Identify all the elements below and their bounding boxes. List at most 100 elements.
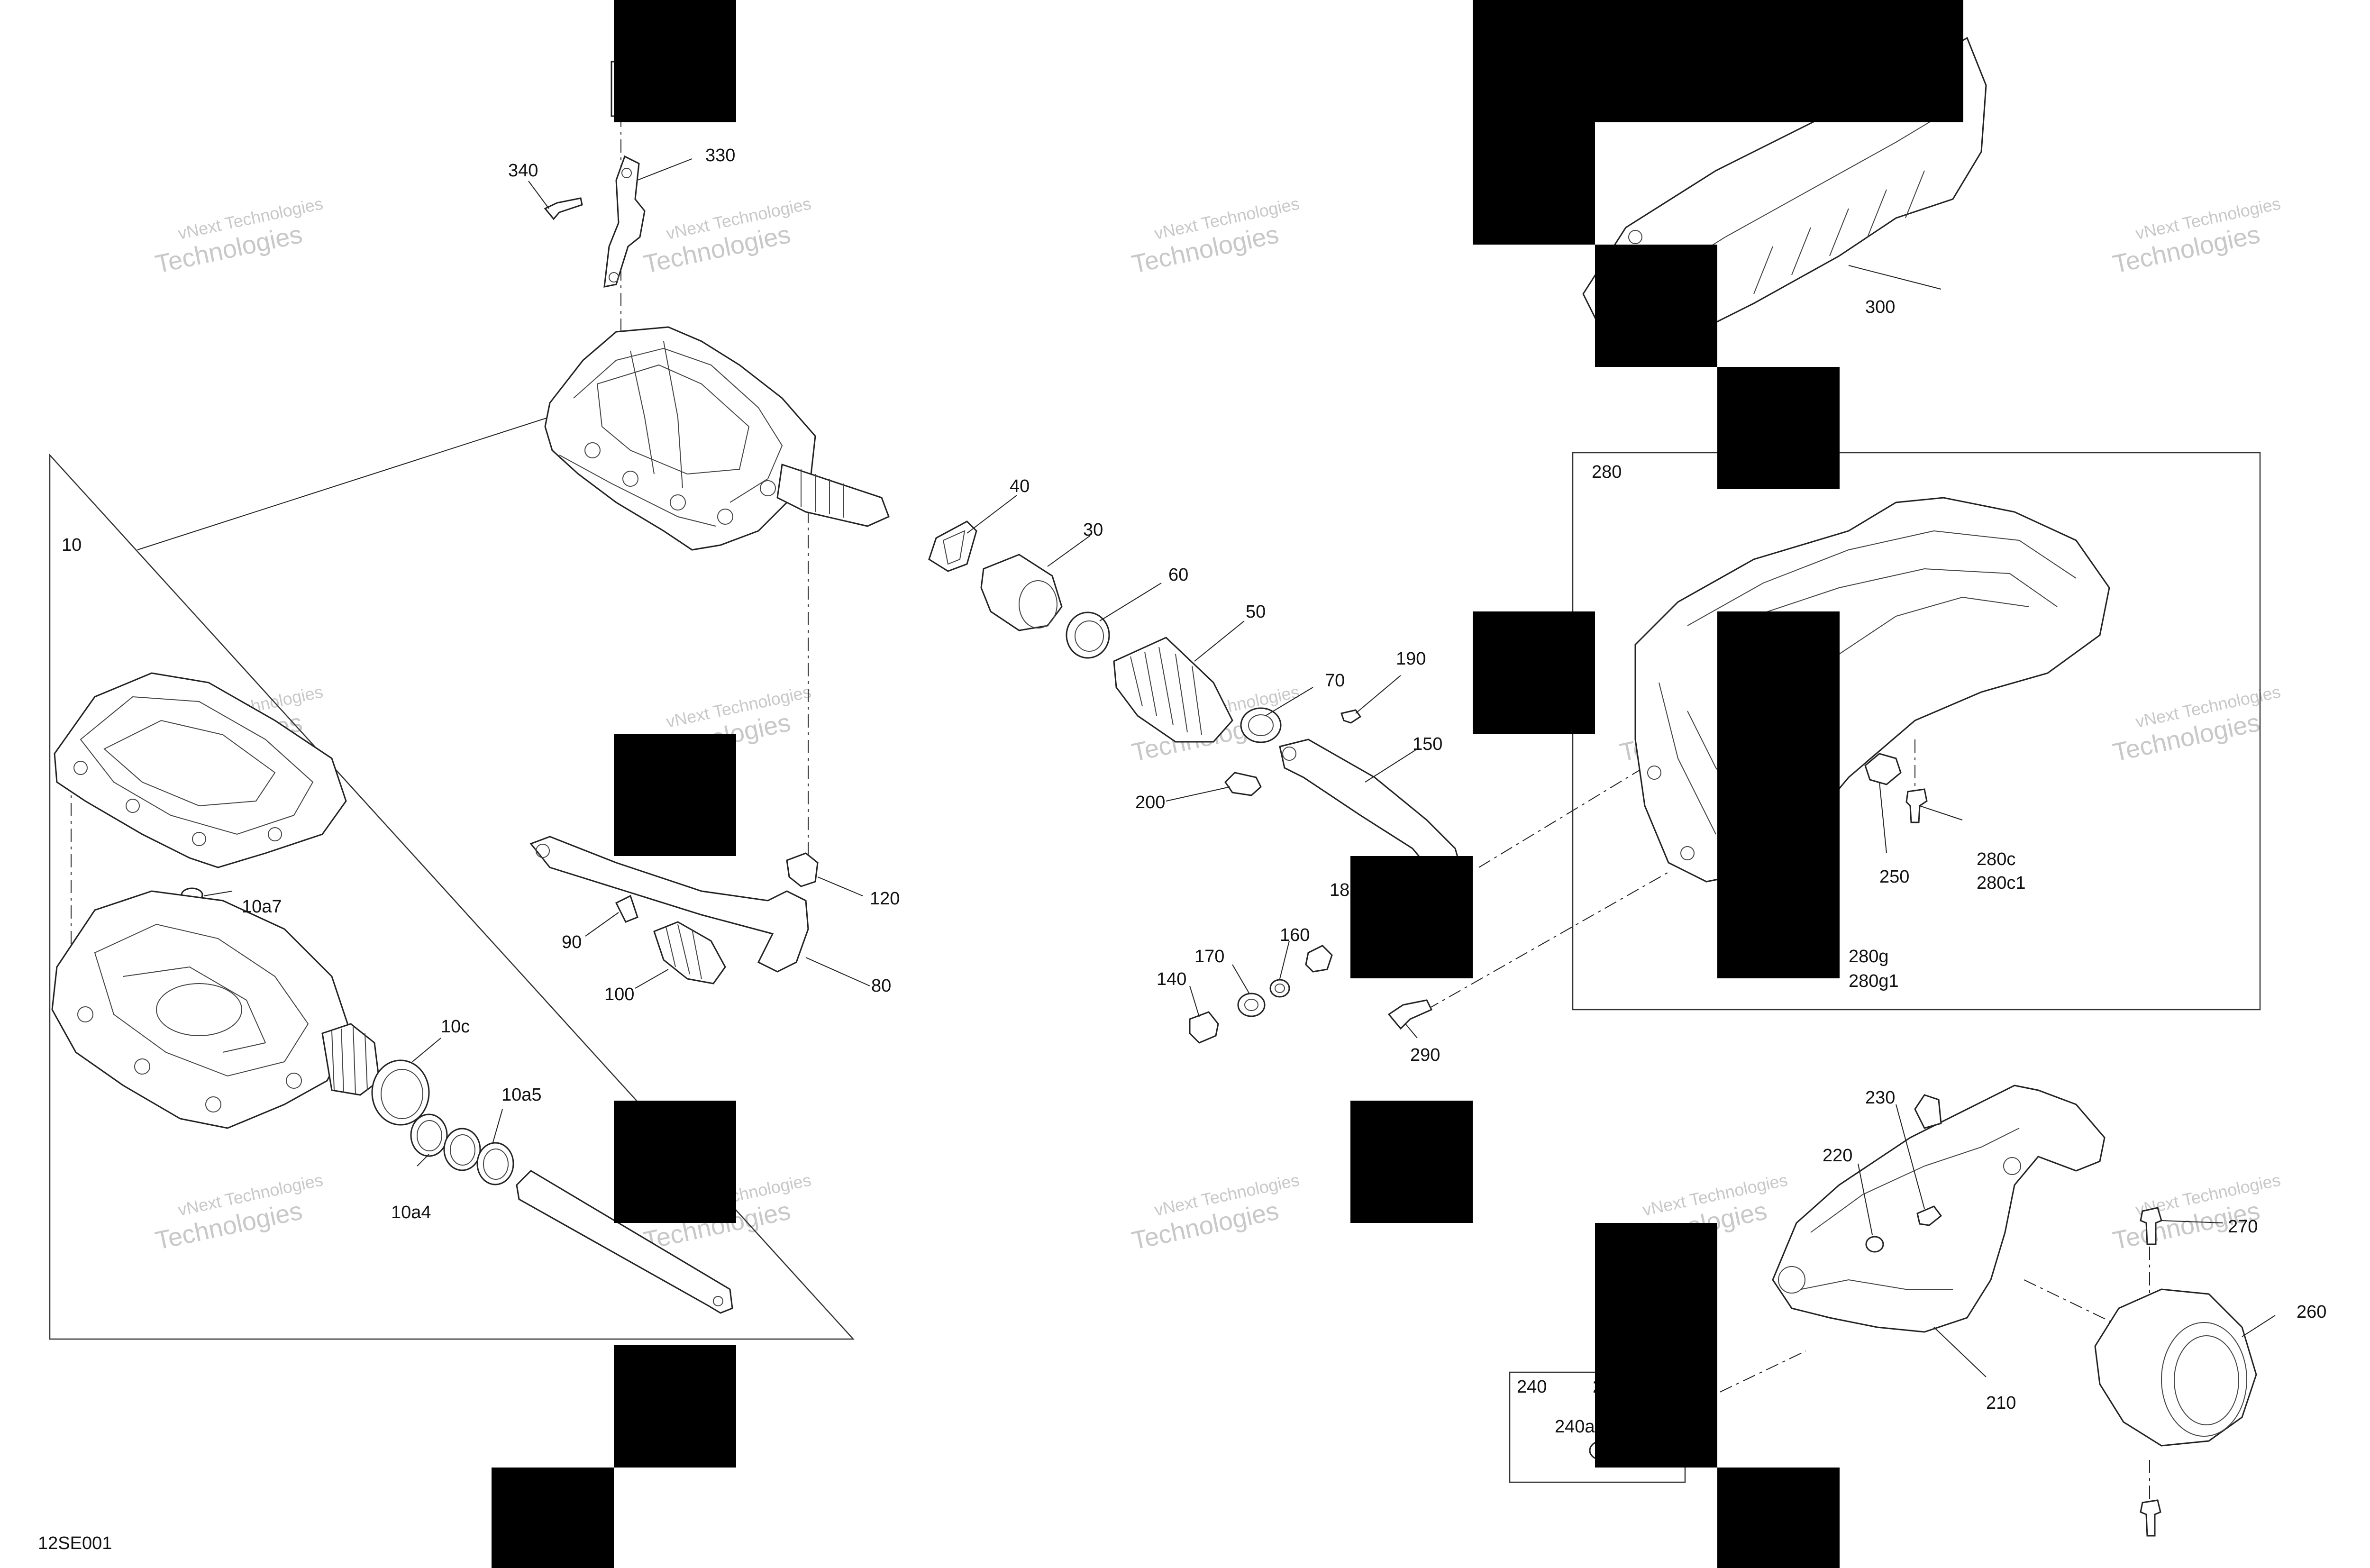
part-90 (615, 894, 638, 923)
redaction-block (1350, 1101, 1473, 1223)
part-80 (529, 836, 809, 973)
part-170 (1237, 993, 1266, 1017)
callout-280: 280 (1592, 462, 1622, 482)
part-40 (928, 520, 977, 572)
part-60 (1066, 611, 1110, 659)
part-210 (1772, 1085, 2106, 1333)
callout-70: 70 (1325, 671, 1345, 691)
part-260 (2094, 1288, 2257, 1447)
callout-260: 260 (2297, 1302, 2326, 1322)
callout-150: 150 (1413, 734, 1442, 754)
axis-280-upper (1478, 758, 1659, 868)
callout-100: 100 (604, 985, 634, 1004)
callout-50: 50 (1246, 602, 1266, 622)
part-120 (786, 852, 819, 887)
redaction-blocks (492, 0, 1963, 1568)
redaction-block (1717, 611, 1840, 978)
part-280c (1905, 788, 1928, 823)
callout-10a7: 10a7 (242, 897, 282, 917)
part-30 (980, 554, 1063, 631)
part-340 (528, 181, 583, 220)
watermark: vNext Technologies Technologies (1129, 1170, 1301, 1255)
part-200 (1224, 772, 1262, 796)
part-140 (1189, 1011, 1219, 1044)
redaction-block (1595, 245, 1717, 367)
callout-90: 90 (562, 932, 582, 952)
detail-frame-10 (49, 453, 855, 1340)
callout-280c1: 280c1 (1977, 873, 2026, 893)
part-gearbox-upper (544, 326, 890, 551)
part-10-cover (54, 672, 347, 868)
axis-280-lower (1426, 872, 1669, 1010)
figure-code: 12SE001 (38, 1533, 112, 1553)
watermark: vNext Technologies Technologies (153, 1170, 325, 1255)
redaction-block (614, 734, 736, 856)
detail-frame-leader (137, 412, 565, 550)
callout-40: 40 (1010, 476, 1030, 496)
part-220 (1865, 1236, 1884, 1253)
callout-120: 120 (870, 889, 900, 909)
watermark: vNext Technologies Technologies (1129, 193, 1301, 279)
part-100 (653, 921, 726, 985)
redaction-block (614, 1345, 736, 1468)
callout-30: 30 (1083, 520, 1103, 540)
part-230 (1916, 1205, 1942, 1226)
callout-300: 300 (1865, 297, 1895, 317)
callout-60: 60 (1168, 565, 1188, 585)
redaction-block (1595, 1223, 1717, 1468)
callout-170: 170 (1194, 947, 1224, 966)
callout-190: 190 (1396, 649, 1426, 669)
callout-250: 250 (1879, 867, 1909, 887)
part-50 (1113, 637, 1233, 743)
callout-10a4: 10a4 (391, 1203, 431, 1222)
callout-270: 270 (2228, 1217, 2258, 1237)
redaction-block (1473, 611, 1595, 734)
part-10-shaft (516, 1170, 733, 1314)
part-70 (1240, 707, 1282, 743)
redaction-block (1473, 122, 1595, 245)
callout-10a5: 10a5 (501, 1085, 542, 1105)
redaction-block (492, 1468, 614, 1568)
part-160 (1269, 979, 1290, 998)
callout-280g1: 280g1 (1849, 971, 1899, 991)
callout-340: 340 (508, 161, 538, 181)
callout-labels: 10 10a4 10a5 10a7 10c 30 40 50 60 70 80 … (62, 146, 2326, 1437)
redaction-block (1350, 856, 1473, 978)
callout-210: 210 (1986, 1393, 2016, 1413)
callout-80: 80 (871, 976, 891, 996)
part-260-bolt (2140, 1499, 2161, 1537)
callout-230: 230 (1865, 1088, 1895, 1108)
callout-140: 140 (1157, 969, 1186, 989)
watermark: vNext Technologies Technologies (641, 193, 813, 279)
callout-200: 200 (1135, 793, 1165, 812)
part-18x (1305, 945, 1333, 973)
part-280 (1634, 497, 2110, 883)
redaction-block (1473, 0, 1963, 122)
callout-240: 240 (1517, 1377, 1547, 1397)
callout-280c: 280c (1977, 849, 2015, 869)
redaction-block (614, 0, 736, 122)
leader-lines (203, 158, 2276, 1377)
watermark: vNext Technologies Technologies (153, 193, 325, 279)
part-10c (371, 1059, 430, 1126)
part-10-body (51, 890, 380, 1129)
callout-240a: 240a (1555, 1417, 1595, 1437)
callout-160: 160 (1280, 925, 1310, 945)
part-10a4-rings (410, 1113, 514, 1185)
redaction-block (614, 1101, 736, 1223)
callout-10c: 10c (441, 1017, 470, 1037)
watermark: vNext Technologies Technologies (2110, 682, 2282, 767)
callout-10: 10 (62, 535, 82, 555)
redaction-block (1717, 367, 1840, 489)
callout-280g: 280g (1849, 947, 1889, 966)
redaction-block (1717, 1468, 1840, 1568)
watermark: vNext Technologies Technologies (2110, 193, 2282, 279)
callout-290: 290 (1410, 1045, 1440, 1065)
part-250 (1864, 753, 1902, 785)
watermark: vNext Technologies Technologies (2110, 1170, 2282, 1255)
callout-330: 330 (705, 146, 735, 165)
callout-220: 220 (1823, 1146, 1852, 1166)
part-270 (2140, 1207, 2162, 1245)
callout-18x: 18 (1330, 880, 1349, 900)
